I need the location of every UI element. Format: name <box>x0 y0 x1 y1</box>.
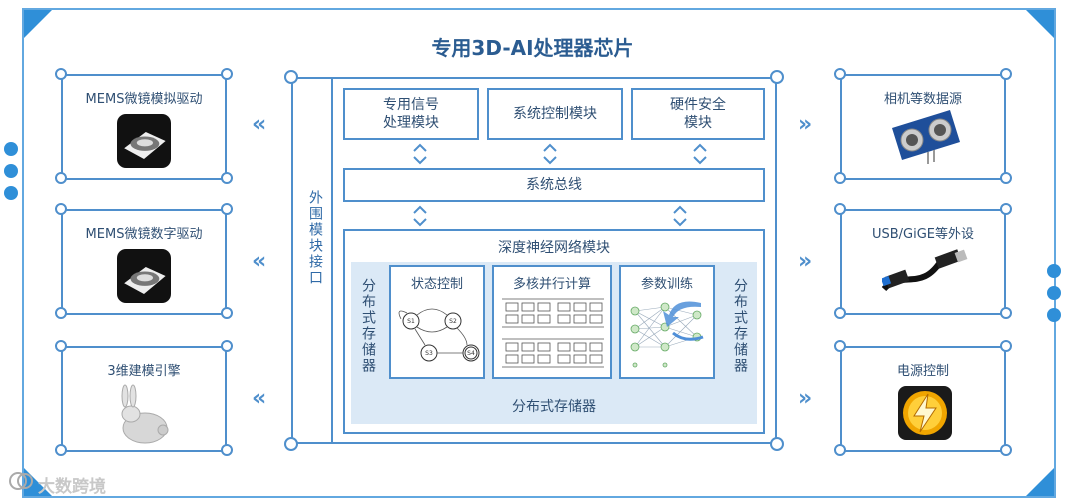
decor-dot <box>1047 286 1061 300</box>
connector-dot <box>221 68 233 80</box>
decor-dot <box>4 164 18 178</box>
connector-dot <box>1000 68 1012 80</box>
arrow-left: « <box>252 112 266 137</box>
connector-dot <box>1000 307 1012 319</box>
right-box-power-control: 电源控制 <box>840 346 1006 452</box>
power-lightning-icon <box>898 386 952 440</box>
left-box-label: MEMS微镜数字驱动 <box>85 227 203 242</box>
corner-top-left-decoration <box>24 10 52 38</box>
connector-dot <box>834 340 846 352</box>
connector-dot <box>221 340 233 352</box>
left-box-mems-analog: MEMS微镜模拟驱动 <box>61 74 227 180</box>
state-node: S2 <box>449 318 457 325</box>
signal-processing-module: 专用信号 处理模块 <box>343 88 479 140</box>
left-box-label: 3维建模引擎 <box>107 364 181 379</box>
parameter-training-module: 参数训练 <box>619 265 715 379</box>
watermark-logo-icon <box>9 472 33 490</box>
arrow-right: » <box>798 386 812 411</box>
connector-dot <box>221 444 233 456</box>
right-storage-label: 分布式存储器 <box>732 278 748 374</box>
arrow-right: » <box>798 112 812 137</box>
mems-mirror-icon <box>117 114 171 168</box>
neural-network-diagram <box>630 301 704 368</box>
ultrasonic-sensor-icon <box>892 110 960 164</box>
connector-dot <box>221 203 233 215</box>
right-box-usb-gige: USB/GiGE等外设 <box>840 209 1006 315</box>
state-machine-diagram: S1 S2 S3 S4 <box>398 308 480 362</box>
decor-dot <box>4 186 18 200</box>
left-box-mems-digital: MEMS微镜数字驱动 <box>61 209 227 315</box>
state-control-module: 状态控制 S1 S2 S3 S4 <box>389 265 485 379</box>
right-box-camera-source: 相机等数据源 <box>840 74 1006 180</box>
connector-dot <box>55 68 67 80</box>
arrow-left: « <box>252 386 266 411</box>
connector-dot <box>221 172 233 184</box>
peripheral-interface-label: 外围模块接口 <box>307 190 323 286</box>
connector-dot <box>834 444 846 456</box>
connector-dot <box>284 437 298 451</box>
left-box-3d-engine: 3维建模引擎 <box>61 346 227 452</box>
corner-top-right-decoration <box>1026 10 1054 38</box>
left-storage-label: 分布式存储器 <box>360 278 376 374</box>
multicore-parallel-module: 多核并行计算 <box>492 265 612 379</box>
right-box-label: USB/GiGE等外设 <box>871 227 975 242</box>
decor-dot <box>1047 264 1061 278</box>
left-box-label: MEMS微镜模拟驱动 <box>85 92 203 107</box>
connector-dot <box>1000 340 1012 352</box>
diagram-title: 专用3D-AI处理器芯片 <box>431 36 634 60</box>
state-node: S4 <box>467 350 475 357</box>
watermark-text: 大数跨境 <box>38 477 106 497</box>
state-node: S3 <box>425 350 433 357</box>
connector-dot <box>284 70 298 84</box>
dnn-module-title: 深度神经网络模块 <box>498 240 610 256</box>
connector-dot <box>770 437 784 451</box>
bidirectional-arrow-icon <box>413 143 427 165</box>
bidirectional-arrow-icon <box>413 205 427 227</box>
bidirectional-arrow-icon <box>693 143 707 165</box>
connector-dot <box>834 172 846 184</box>
hardware-security-module: 硬件安全 模块 <box>631 88 765 140</box>
connector-dot <box>1000 203 1012 215</box>
connector-dot <box>55 340 67 352</box>
right-box-label: 电源控制 <box>896 364 949 379</box>
decor-dot <box>1047 308 1061 322</box>
system-bus: 系统总线 <box>343 168 765 202</box>
parameter-training-label: 参数训练 <box>640 277 693 292</box>
decor-dot <box>4 142 18 156</box>
multicore-grid-diagram <box>502 298 604 368</box>
connector-dot <box>834 68 846 80</box>
connector-dot <box>55 172 67 184</box>
bidirectional-arrow-icon <box>543 143 557 165</box>
arrow-left: « <box>252 249 266 274</box>
connector-dot <box>55 203 67 215</box>
bidirectional-arrow-icon <box>673 205 687 227</box>
system-control-module: 系统控制模块 <box>487 88 623 140</box>
state-control-label: 状态控制 <box>410 277 463 292</box>
connector-dot <box>1000 172 1012 184</box>
bottom-storage-label: 分布式存储器 <box>512 399 596 415</box>
mems-mirror-icon <box>117 249 171 303</box>
bunny-3d-model-icon <box>121 384 169 444</box>
state-node: S1 <box>407 318 415 325</box>
connector-dot <box>770 70 784 84</box>
connector-dot <box>55 307 67 319</box>
connector-dot <box>221 307 233 319</box>
corner-bottom-right-decoration <box>1026 468 1054 496</box>
connector-dot <box>1000 444 1012 456</box>
connector-dot <box>55 444 67 456</box>
peripheral-interface-column <box>291 77 333 444</box>
connector-dot <box>834 307 846 319</box>
connector-dot <box>834 203 846 215</box>
arrow-right: » <box>798 249 812 274</box>
right-box-label: 相机等数据源 <box>883 92 962 107</box>
outer-frame <box>22 8 1056 498</box>
multicore-parallel-label: 多核并行计算 <box>512 277 591 292</box>
corner-bottom-left-decoration <box>24 468 52 496</box>
usb-cable-icon <box>882 249 968 292</box>
